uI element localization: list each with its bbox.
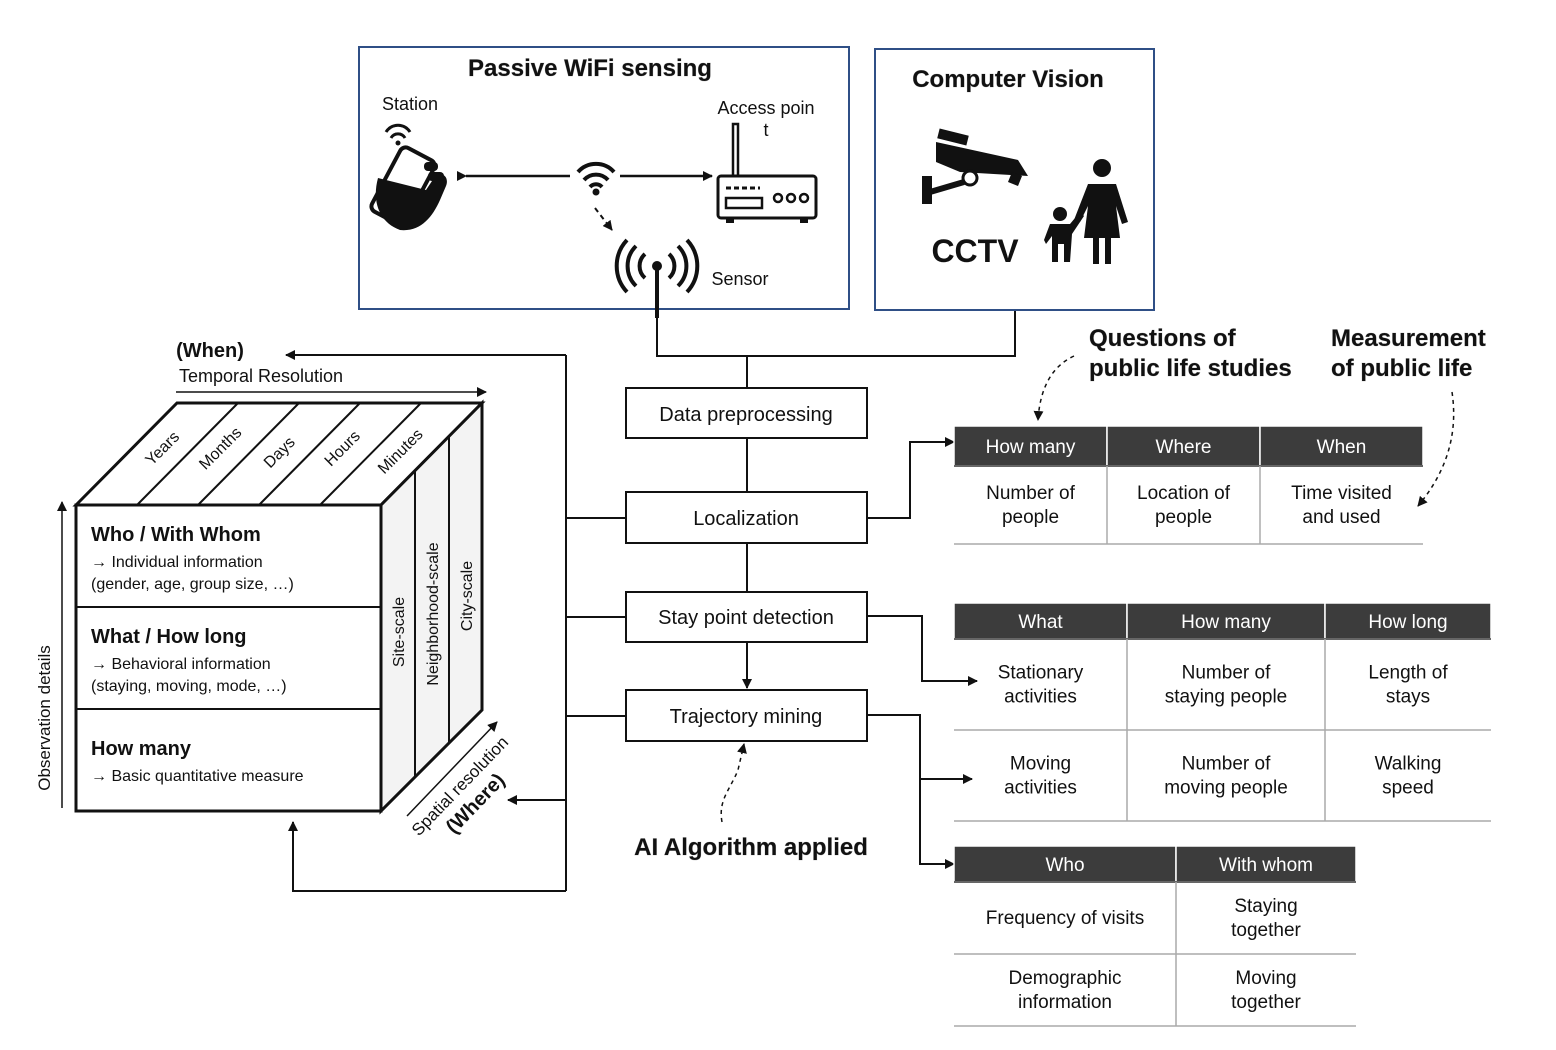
trajectory-box [625,689,868,742]
stay-point-box [625,591,868,643]
table-cell: Stationary [998,663,1084,684]
table-cell: Location of [1137,483,1231,504]
localization-box [625,491,868,544]
spatial-unit-city: City-scale [459,561,476,631]
table-header-label: How long [1368,612,1447,633]
table-cell: Number of [1182,663,1271,684]
station-label: Station [382,94,438,114]
table-cell: activities [1004,687,1077,708]
sensor-antenna-icon [614,238,700,318]
wifi-panel-title: Passive WiFi sensing [468,55,712,82]
localization-label: Localization [693,508,799,530]
table-cell: stays [1386,687,1430,708]
table-cell: Moving [1010,754,1071,775]
computer-vision-panel: Computer Vision CCTV [874,48,1155,311]
table-header-label: Where [1156,437,1212,458]
table-cell: staying people [1165,687,1288,708]
pipeline-connectors [285,311,1016,892]
cube-row-who-title: Who / With Whom [91,524,261,546]
wifi-sensing-panel: Passive WiFi sensing Station Access poin… [358,46,850,318]
table-cell: together [1231,920,1301,941]
table-cell: people [1155,507,1212,528]
pedestrians-icon [1044,159,1128,264]
wifi-icon [576,161,616,196]
sensor-capture-arrow [594,207,613,231]
table-cell: information [1018,992,1112,1013]
when-label: (When) [176,340,244,362]
table-cell: Demographic [1009,968,1122,989]
measurement-label-line1: Measurement [1331,325,1486,352]
table-header-cell [953,602,1128,640]
cube-row-who-line1: → Individual information [91,554,263,571]
table-header-label: With whom [1219,855,1313,876]
pipeline-steps: Data preprocessing Localization Stay poi… [625,387,868,861]
table-header-label: Who [1045,855,1084,876]
table-cell: together [1231,992,1301,1013]
table-header-cell [1259,425,1424,467]
table-cell: Time visited [1291,483,1392,504]
cube-front-face [74,503,383,813]
table-cell: and used [1302,507,1380,528]
table-cell: Staying [1234,896,1297,917]
observation-details-label: Observation details [35,645,54,791]
questions-label-line2: public life studies [1089,355,1292,382]
cube-row-howmany-line1: → Basic quantitative measure [91,768,304,785]
cube-row-what-title: What / How long [91,626,247,648]
temporal-resolution-label: Temporal Resolution [179,366,343,386]
table-header-cell [1175,845,1357,883]
questions-label-line1: Questions of [1089,325,1237,352]
table-cell: Length of [1368,663,1448,684]
table-header-label: When [1317,437,1367,458]
table-cell: Number of [1182,754,1271,775]
stay-point-label: Stay point detection [658,607,834,629]
table-cell: Moving [1235,968,1296,989]
spatial-unit-site: Site-scale [391,597,408,667]
ai-algorithm-label: AI Algorithm applied [634,834,868,861]
cctv-camera-icon [922,128,1028,204]
cv-panel-title: Computer Vision [912,66,1104,93]
preprocessing-box [625,387,868,439]
spatial-axis-arrow [406,721,498,817]
access-point-label-line1: Access poin [717,98,814,118]
table-cell: people [1002,507,1059,528]
smartphone-icon [369,123,447,231]
cube-row-howmany-title: How many [91,738,192,760]
table-cell: moving people [1164,778,1288,799]
table-cell: Number of [986,483,1075,504]
annotations: Questions of public life studies Measure… [1033,325,1486,507]
trajectory-label: Trajectory mining [670,706,823,728]
measurement-label-line2: of public life [1331,355,1472,382]
resolution-cube: (When) Temporal Resolution Years Months … [35,340,512,840]
spatial-unit-neighborhood: Neighborhood-scale [425,542,442,685]
ai-note-arrow [720,743,747,823]
table-cell: Frequency of visits [986,908,1144,929]
table-header-label: How many [1181,612,1271,633]
cube-row-who-line2: (gender, age, group size, …) [91,576,294,593]
access-point-label-line2: t [763,120,768,140]
table-header-label: What [1018,612,1063,633]
table-header-cell [1106,425,1261,467]
router-icon [716,122,818,223]
questions-arrow [1033,355,1075,421]
cube-row-what-line1: → Behavioral information [91,656,271,673]
cctv-label: CCTV [931,233,1019,269]
table-cell: activities [1004,778,1077,799]
table-header-label: How many [986,437,1076,458]
sensor-label: Sensor [711,269,768,289]
table-cell: speed [1382,778,1434,799]
cube-row-what-line2: (staying, moving, mode, …) [91,678,287,695]
table-cell: Walking [1375,754,1442,775]
preprocessing-label: Data preprocessing [659,404,832,426]
measurement-arrow [1417,391,1455,507]
